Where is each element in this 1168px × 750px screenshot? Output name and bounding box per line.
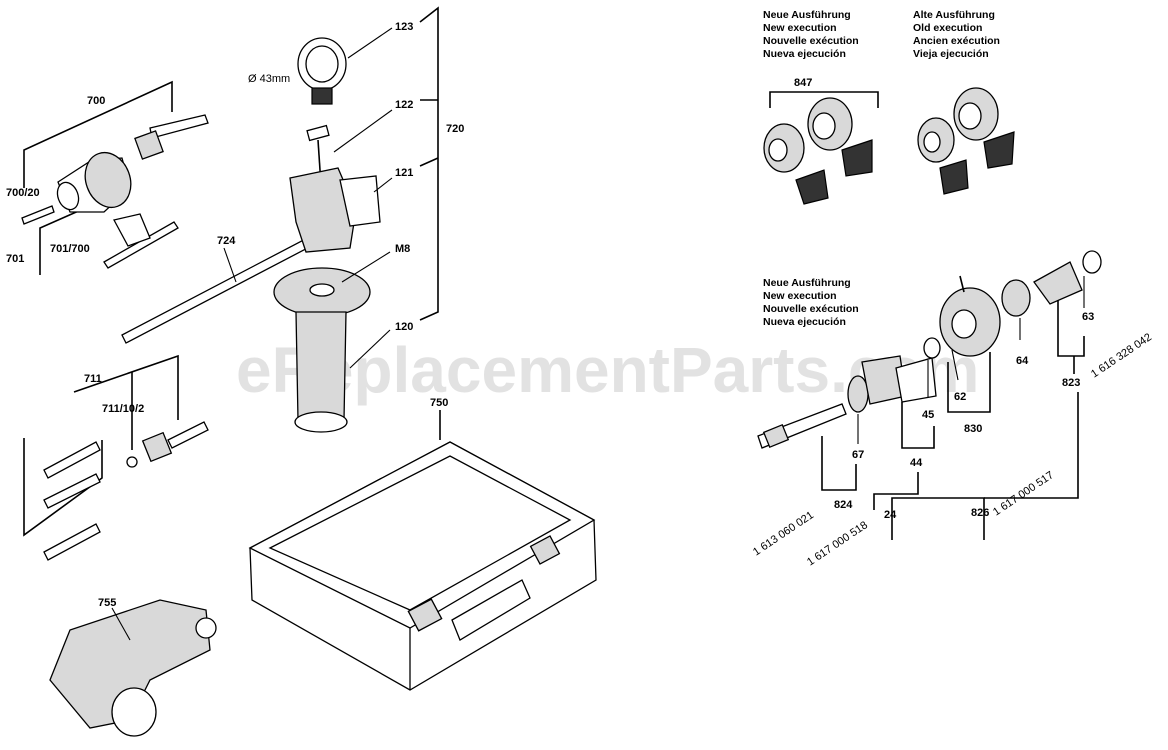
header-new2-4: Nueva ejecución xyxy=(763,316,846,328)
old-execution-header: Alte Ausführung Old execution Ancien exé… xyxy=(913,9,1000,60)
header-new-1: Neue Ausführung xyxy=(763,9,851,21)
bit-set xyxy=(23,354,209,561)
label-43mm: Ø 43mm xyxy=(248,73,290,85)
label-711: 711 xyxy=(84,373,102,385)
label-45: 45 xyxy=(922,409,934,421)
bearing-new xyxy=(763,97,873,205)
header-new-2: New execution xyxy=(763,22,837,34)
label-701: 701 xyxy=(6,253,24,265)
label-823: 823 xyxy=(1062,377,1080,389)
header-new2-1: Neue Ausführung xyxy=(763,277,851,289)
label-720: 720 xyxy=(446,123,464,135)
label-123: 123 xyxy=(395,21,413,33)
label-750: 750 xyxy=(430,397,448,409)
label-121: 121 xyxy=(395,167,413,179)
header-new2-3: Nouvelle exécution xyxy=(763,303,859,315)
header-old-3: Ancien exécution xyxy=(913,35,1000,47)
label-701-700: 701/700 xyxy=(50,243,90,255)
label-847: 847 xyxy=(794,77,812,89)
new-execution-header: Neue Ausführung New execution Nouvelle e… xyxy=(763,9,859,60)
label-m8: M8 xyxy=(395,243,410,255)
label-700: 700 xyxy=(87,95,105,107)
label-44: 44 xyxy=(910,457,923,469)
partno-24: 1 617 000 518 xyxy=(805,519,870,568)
label-711-10-2: 711/10/2 xyxy=(102,403,144,415)
label-826: 826 xyxy=(971,507,989,519)
partno-824: 1 613 060 021 xyxy=(751,509,816,558)
partno-826: 1 617 000 517 xyxy=(991,469,1056,518)
header-new-4: Nueva ejecución xyxy=(763,48,846,60)
handle-assembly xyxy=(273,37,381,433)
label-824: 824 xyxy=(834,499,853,511)
label-755: 755 xyxy=(98,597,116,609)
label-62: 62 xyxy=(954,391,966,403)
header-new2-2: New execution xyxy=(763,290,837,302)
label-24: 24 xyxy=(884,509,897,521)
label-724: 724 xyxy=(217,235,236,247)
label-700-20: 700/20 xyxy=(6,187,40,199)
label-830: 830 xyxy=(964,423,982,435)
bearing-old xyxy=(917,87,1015,195)
partno-823: 1 616 328 042 xyxy=(1089,331,1154,380)
label-63: 63 xyxy=(1082,311,1094,323)
header-old-2: Old execution xyxy=(913,22,982,34)
right-angle-attachment xyxy=(49,599,217,737)
label-64: 64 xyxy=(1016,355,1029,367)
label-122: 122 xyxy=(395,99,413,111)
label-67: 67 xyxy=(852,449,864,461)
header-old-4: Vieja ejecución xyxy=(913,48,989,60)
header-new-3: Nouvelle exécution xyxy=(763,35,859,47)
header-old-1: Alte Ausführung xyxy=(913,9,995,21)
carry-case xyxy=(248,441,597,691)
label-120: 120 xyxy=(395,321,413,333)
gear-assembly xyxy=(757,250,1102,449)
new-execution-header-2: Neue Ausführung New execution Nouvelle e… xyxy=(763,277,859,328)
chuck-group xyxy=(21,80,209,275)
